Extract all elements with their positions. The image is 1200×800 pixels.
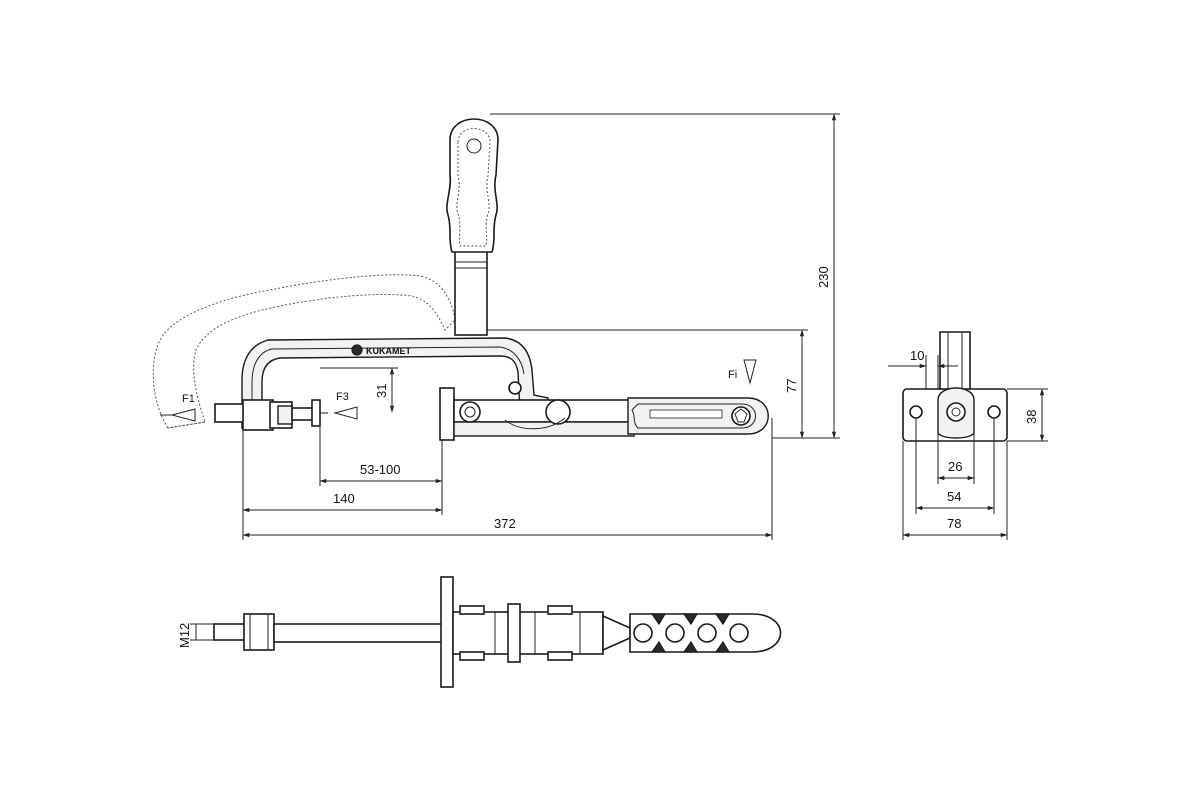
force-f1-label: F1 (182, 393, 195, 405)
dim-overall-length-text: 372 (494, 516, 516, 531)
brand-logo: KUKAMET (351, 344, 411, 356)
dim-hole-spacing-outer: 54 (915, 418, 995, 514)
dim-hole-spacing-inner-text: 26 (948, 459, 962, 474)
top-view: M12 (177, 576, 782, 688)
closed-position-handle (627, 397, 769, 435)
dim-spindle-adjust: 53-100 (319, 425, 443, 486)
mounting-hole-right (987, 405, 1001, 419)
mounting-hole-left (909, 405, 923, 419)
dim-base-length-text: 78 (947, 516, 961, 531)
dim-height-closed: 77 (487, 329, 808, 439)
dim-spindle-adjust-text: 53-100 (360, 462, 400, 477)
force-f3-marker: F3 (333, 391, 358, 420)
dim-height-open: 230 (490, 113, 840, 439)
dim-height-closed-text: 77 (784, 379, 799, 393)
dim-hole-spacing-inner: 26 (937, 420, 975, 484)
open-position-handle (446, 118, 499, 336)
end-view: 10 38 26 54 78 (888, 331, 1048, 540)
brand-logo-text: KUKAMET (366, 346, 411, 356)
force-fi-marker: Fi (728, 359, 757, 385)
dim-base-width: 38 (1007, 388, 1048, 442)
dim-base-to-pivot-text: 140 (333, 491, 355, 506)
dim-slot-offset-text: 10 (910, 348, 924, 363)
dim-slot-offset: 10 (888, 348, 958, 389)
force-f3-label: F3 (336, 391, 349, 403)
dim-hole-spacing-outer-text: 54 (947, 489, 961, 504)
dim-base-width-text: 38 (1024, 410, 1039, 424)
dim-thread-size-text: M12 (177, 623, 192, 648)
dim-base-to-pivot: 140 (242, 430, 443, 540)
dim-height-open-text: 230 (816, 266, 831, 288)
dim-thread-size: M12 (177, 623, 214, 648)
side-view: KUKAMET (152, 113, 840, 540)
base-and-lower-link (439, 381, 635, 441)
force-fi-label: Fi (728, 369, 737, 381)
dim-spindle-height: 31 (320, 367, 398, 413)
force-f1-marker: F1 (160, 393, 196, 422)
dim-spindle-height-text: 31 (374, 384, 389, 398)
dim-base-length: 78 (902, 441, 1008, 540)
spindle-assembly (214, 399, 328, 431)
